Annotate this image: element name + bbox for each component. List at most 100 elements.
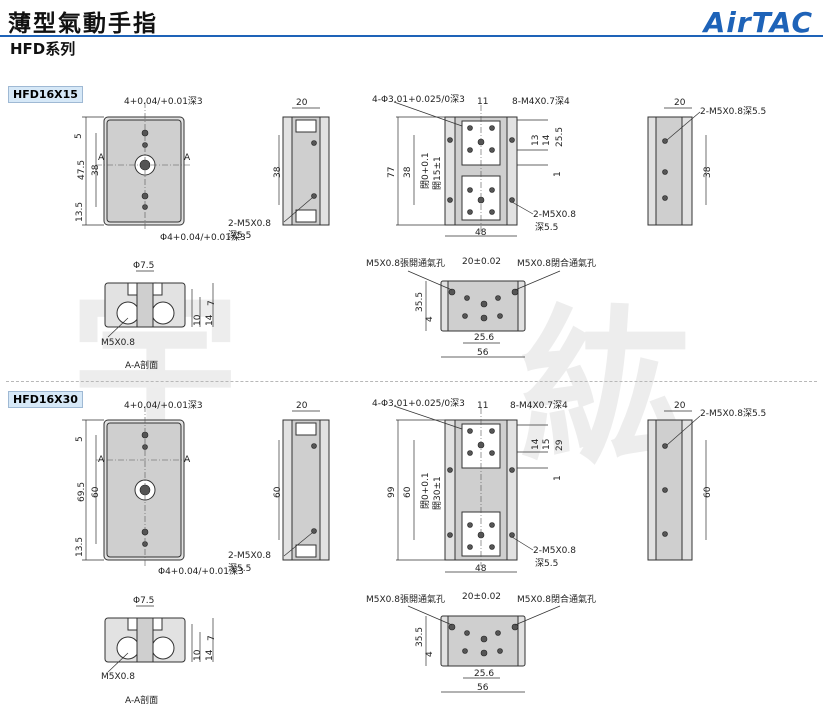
s2-side-top-dim: 20 (296, 401, 308, 411)
s1-top-port-depth: 深5.5 (535, 222, 558, 233)
model-label-2: HFD16X30 (8, 391, 83, 408)
s2-section-dim: 10 (193, 649, 203, 661)
s1-right-height-dim: 38 (703, 166, 713, 178)
s2-front-mark-a: A (184, 455, 191, 465)
s2-end-center-dim: 20±0.02 (462, 592, 501, 602)
s2-front-dim: 69.5 (77, 482, 87, 502)
s1-top-right-dim: 25.5 (555, 127, 565, 147)
s2-end-close-port: M5X0.8閉合通氣孔 (517, 593, 596, 605)
s1-section-thread: M5X0.8 (101, 338, 135, 348)
brand-logo: AirTAC (703, 6, 813, 39)
s1-right-port-label: 2-M5X0.8深5.5 (700, 106, 766, 117)
s2-end-total-dim: 56 (477, 683, 489, 693)
page-title: 薄型氣動手指 (8, 11, 158, 37)
s2-section-dia: Φ7.5 (133, 596, 154, 606)
s2-front-hole-label: 4+0.04/+0.01深3 (124, 400, 203, 411)
s1-section-dim: 14 (205, 314, 215, 326)
s2-side-height-dim: 60 (273, 486, 283, 498)
s1-end-inner-dim: 25.6 (474, 333, 494, 343)
header-rule (0, 35, 823, 37)
s1-side-view: 20 38 2-M5X0.8 深5.5 (228, 98, 330, 241)
page-subtitle: HFD系列 (10, 40, 76, 58)
s2-front-dim: 5 (75, 436, 85, 442)
s2-top-open-label: 閉0+0.1 (420, 472, 431, 509)
s1-top-height: 38 (403, 166, 413, 178)
s2-top-pin-label: 4-Φ3.01+0.025/0深3 (372, 398, 465, 409)
s2-top-thread-label: 8-M4X0.7深4 (510, 400, 568, 411)
s1-front-view: 4+0.04/+0.01深3 5 47.5 38 13.5 A A Φ4+0.0… (74, 96, 246, 243)
s1-top-bottom-dim: 48 (475, 228, 487, 238)
s2-front-dim: 13.5 (75, 537, 85, 557)
s2-end-small-dim: 4 (425, 651, 435, 657)
s1-front-mark-a: A (184, 153, 191, 163)
section-divider (6, 381, 817, 382)
s2-section-thread: M5X0.8 (101, 672, 135, 682)
s2-top-right-dim: 1 (553, 475, 563, 481)
s2-section-caption: A-A剖面 (125, 694, 158, 706)
s2-right-top-dim: 20 (674, 401, 686, 411)
s2-side-view: 20 60 2-M5X0.8 深5.5 (228, 401, 330, 574)
s2-top-right-dim: 15 (542, 439, 552, 450)
s2-front-bottom-label: Φ4+0.04/+0.01深3 (158, 566, 244, 577)
s1-top-view: 4-Φ3.01+0.025/0深3 11 8-M4X0.7深4 77 38 閉0… (372, 94, 576, 238)
s1-top-open-label: 閉0+0.1 (420, 152, 431, 189)
s1-top-right-dim: 13 (531, 135, 541, 146)
s2-top-total-height: 99 (387, 486, 397, 498)
s1-front-mark-a: A (98, 153, 105, 163)
s2-section-view: Φ7.5 7 10 14 M5X0.8 A-A剖面 (101, 596, 217, 706)
s1-end-open-port: M5X0.8張開通氣孔 (366, 257, 445, 269)
s1-front-dim: 38 (91, 164, 101, 176)
s1-top-right-dim: 14 (542, 134, 552, 146)
s2-front-dim: 60 (91, 486, 101, 498)
s1-top-stroke-label: 開15±1 (432, 156, 443, 190)
s1-top-port-label: 2-M5X0.8 (533, 210, 576, 220)
s1-front-dim: 47.5 (77, 160, 87, 180)
s2-right-height-dim: 60 (703, 486, 713, 498)
s1-section-dim: 7 (207, 300, 217, 306)
s1-end-view: M5X0.8張開通氣孔 20±0.02 M5X0.8閉合通氣孔 35.5 4 2… (366, 257, 596, 358)
s1-top-thread-label: 8-M4X0.7深4 (512, 96, 570, 107)
s2-top-view: 4-Φ3.01+0.025/0深3 11 8-M4X0.7深4 99 60 閉0… (372, 398, 576, 574)
s1-end-total-dim: 56 (477, 348, 489, 358)
s2-top-width-dim: 11 (477, 401, 488, 411)
s2-top-right-dim: 14 (531, 438, 541, 450)
s2-side-port-depth: 深5.5 (228, 563, 251, 574)
s2-end-inner-dim: 25.6 (474, 669, 494, 679)
s1-top-total-height: 77 (387, 167, 397, 178)
s1-top-width-dim: 11 (477, 97, 488, 107)
s2-top-port-label: 2-M5X0.8 (533, 546, 576, 556)
s1-right-view: 20 2-M5X0.8深5.5 38 (647, 98, 766, 226)
s2-end-open-port: M5X0.8張開通氣孔 (366, 593, 445, 605)
s1-side-port-depth: 深5.5 (228, 230, 251, 241)
s2-top-stroke-label: 開30±1 (432, 476, 443, 510)
s2-section-dim: 7 (207, 635, 217, 641)
s2-end-view: M5X0.8張開通氣孔 20±0.02 M5X0.8閉合通氣孔 35.5 4 2… (366, 592, 596, 693)
s1-end-close-port: M5X0.8閉合通氣孔 (517, 257, 596, 269)
s2-right-view: 20 2-M5X0.8深5.5 60 (647, 401, 766, 561)
s1-side-height-dim: 38 (273, 166, 283, 178)
s2-top-height: 60 (403, 486, 413, 498)
s2-top-bottom-dim: 48 (475, 564, 487, 574)
s1-side-top-dim: 20 (296, 98, 308, 108)
s2-top-right-dim: 29 (555, 439, 565, 451)
s2-front-view: 4+0.04/+0.01深3 5 69.5 60 13.5 A A Φ4+0.0… (75, 400, 244, 577)
s1-front-bottom-label: Φ4+0.04/+0.01深3 (160, 232, 246, 243)
model-label-1: HFD16X15 (8, 86, 83, 103)
s1-front-hole-label: 4+0.04/+0.01深3 (124, 96, 203, 107)
s1-front-dim: 13.5 (75, 202, 85, 222)
s2-right-port-label: 2-M5X0.8深5.5 (700, 408, 766, 419)
s1-right-top-dim: 20 (674, 98, 686, 108)
s2-side-port-label: 2-M5X0.8 (228, 551, 271, 561)
s1-section-view: Φ7.5 7 10 14 M5X0.8 A-A剖面 (101, 261, 217, 371)
s2-front-mark-a: A (98, 455, 105, 465)
s1-top-pin-label: 4-Φ3.01+0.025/0深3 (372, 94, 465, 105)
s1-side-port-label: 2-M5X0.8 (228, 219, 271, 229)
s1-end-small-dim: 4 (425, 316, 435, 322)
s1-section-dia: Φ7.5 (133, 261, 154, 271)
s1-section-dim: 10 (193, 314, 203, 326)
s1-end-height-dim: 35.5 (415, 292, 425, 312)
s1-end-center-dim: 20±0.02 (462, 257, 501, 267)
s1-front-dim: 5 (74, 133, 84, 139)
s2-end-height-dim: 35.5 (415, 627, 425, 647)
